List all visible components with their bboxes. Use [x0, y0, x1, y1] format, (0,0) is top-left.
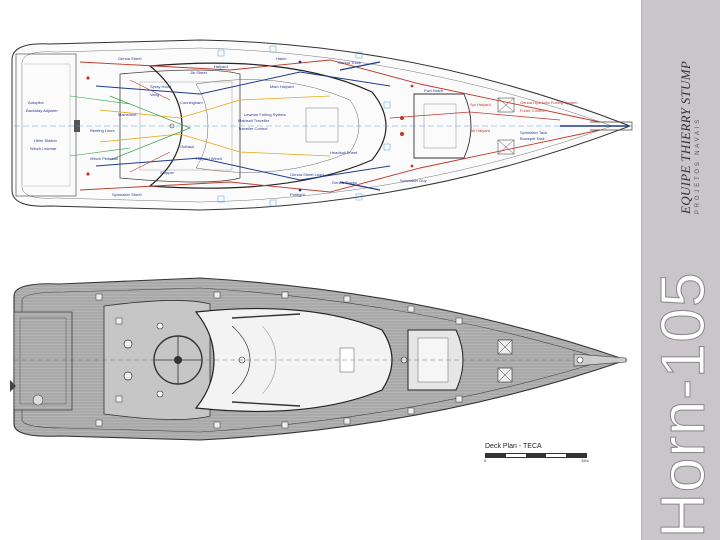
- rigging-label: Halyard: [214, 64, 228, 69]
- rigging-label: Furler Control: [520, 108, 545, 113]
- rigging-label: Winch Lewmar: [30, 146, 57, 151]
- teak-bow-fitting: [573, 353, 627, 367]
- rigging-label: Spinnaker Tack: [520, 130, 547, 135]
- rigging-fwd-hatch: [413, 93, 472, 159]
- rigging-label: Backstay Adjuster: [26, 108, 58, 113]
- rigging-label: Portlight: [290, 192, 306, 197]
- scale-start-label: 0: [484, 458, 487, 463]
- studio-logo: EQUIPE THIERRY STUMP PROJETOS NAVAIS: [664, 16, 712, 216]
- deck-plan-caption: Deck Plan - TECA: [485, 443, 542, 450]
- rigging-label: Halyard Winch: [196, 156, 222, 161]
- rigging-label: Traveller Control: [238, 126, 268, 131]
- rigging-bowsprit: [590, 121, 633, 131]
- rigging-label: Stopper: [160, 170, 175, 175]
- rigging-label: Genoa Sheet: [118, 56, 142, 61]
- rigging-label: Cunningham: [180, 100, 203, 105]
- teak-deck-plan: [10, 277, 630, 441]
- rigging-label: Mainsail Traveller: [238, 118, 270, 123]
- rigging-plan: Genoa Sheet Genoa Track Genoa Tracks Spi…: [11, 39, 636, 211]
- scale-end-label: 15m: [581, 458, 589, 463]
- scale-bar: 0 15m: [484, 453, 593, 463]
- rigging-label: Genoa Tracks: [332, 180, 357, 185]
- rigging-lines: [69, 59, 628, 193]
- boat-model-title: Horn-105: [649, 271, 719, 538]
- teak-deck-hatches: [497, 339, 513, 383]
- rigging-label: Mainsheet: [118, 112, 137, 117]
- teak-transom-platform: [13, 311, 73, 411]
- rigging-label: Hatch: [276, 56, 286, 61]
- teak-coachroof: [194, 307, 393, 413]
- rigging-label: Winch Pedestal: [90, 156, 118, 161]
- teak-deck-fittings: [95, 291, 463, 429]
- deck-plan-drawings: Genoa Sheet Genoa Track Genoa Tracks Spi…: [10, 39, 636, 441]
- rigging-label: Spinnaker Sheet: [112, 192, 142, 197]
- rigging-label: Genoa Sheet Lead: [290, 172, 324, 177]
- title-banner: [641, 0, 720, 540]
- scale-bar-graphic: [485, 453, 587, 458]
- rigging-label: Spi Halyard: [470, 102, 491, 107]
- studio-name: EQUIPE THIERRY STUMP: [678, 60, 693, 214]
- rigging-label: Jib Halyard: [470, 128, 490, 133]
- rigging-label: Helm Station: [34, 138, 57, 143]
- rigging-label: Genoa Track: [338, 60, 361, 65]
- rigging-label: Vang: [150, 92, 159, 97]
- rigging-labels: Genoa Sheet Genoa Track Genoa Tracks Spi…: [26, 56, 578, 197]
- rigging-label: Lewmar Furling System: [244, 112, 287, 117]
- rigging-label: Genoa Hydraulic Furling System: [520, 100, 578, 105]
- rigging-label: Autopilot: [28, 100, 44, 105]
- rigging-label: Spray Hood: [150, 84, 171, 89]
- rigging-fittings: [86, 45, 414, 207]
- rigging-label: Fwd Hatch: [424, 88, 443, 93]
- rigging-label: Outhaul: [180, 144, 194, 149]
- rigging-label: Jib Sheet: [190, 70, 208, 75]
- rigging-label: Main Halyard: [270, 84, 294, 89]
- rigging-hull-outline: [11, 39, 632, 211]
- rigging-cockpit: [119, 69, 241, 183]
- rigging-label: Headsail Sheet: [330, 150, 358, 155]
- rigging-label: Reefing Lines: [90, 128, 114, 133]
- studio-subtitle: PROJETOS NAVAIS: [695, 116, 701, 214]
- rigging-label: Bowsprit Tack: [520, 136, 545, 141]
- rigging-label: Spinnaker Guy: [400, 178, 426, 183]
